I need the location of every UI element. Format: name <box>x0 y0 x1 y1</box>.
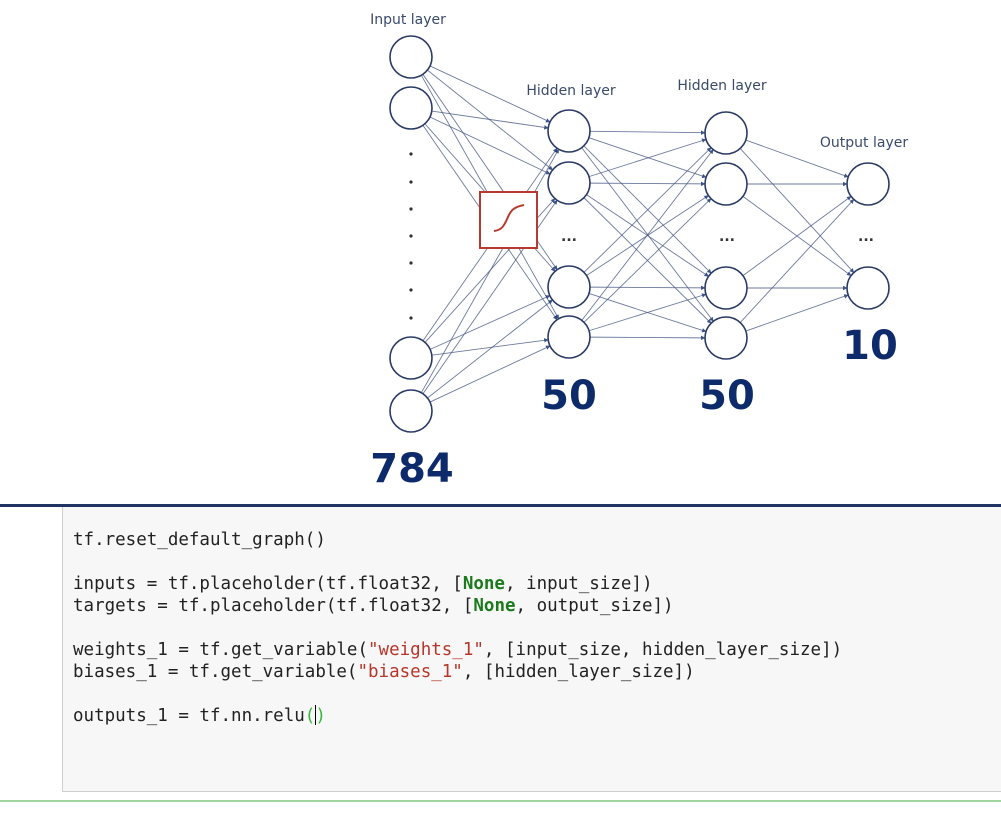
connection-edge <box>429 116 551 175</box>
connection-edge <box>583 147 712 273</box>
connection-edge <box>431 338 549 356</box>
input-layer-label: Input layer <box>370 12 446 28</box>
code-token: , [hidden_layer_size]) <box>462 662 695 682</box>
hidden-1-neuron <box>547 315 591 359</box>
code-token: tf.reset_default_graph() <box>73 530 326 550</box>
code-token: weights_1 = tf.get_variable( <box>73 640 369 660</box>
code-token: biases_1 = tf.get_variable( <box>73 662 358 682</box>
code-line: tf.reset_default_graph() <box>73 529 842 551</box>
output-layer-label: Output layer <box>820 135 908 151</box>
code-editor[interactable]: tf.reset_default_graph() inputs = tf.pla… <box>73 529 842 727</box>
neural-network-diagram: Input layer Hidden layer Hidden layer Ou… <box>370 12 908 492</box>
string-token: "biases_1" <box>357 662 463 682</box>
connection-edge <box>583 198 712 323</box>
section-divider <box>0 504 1001 507</box>
code-token: targets = tf.placeholder(tf.float32, [ <box>73 596 474 616</box>
input-count: 784 <box>370 446 454 492</box>
input-neuron <box>389 336 433 380</box>
code-line: inputs = tf.placeholder(tf.float32, [Non… <box>73 573 842 595</box>
hidden-layer-2-label: Hidden layer <box>677 78 766 94</box>
hidden-1-ellipsis: ... <box>561 229 577 245</box>
connection-edge <box>745 139 849 178</box>
connection-edge <box>429 65 551 123</box>
connection-edge <box>420 148 560 393</box>
hidden-1-neuron <box>547 109 591 153</box>
hidden-2-ellipsis: ... <box>719 229 735 245</box>
keyword-token: None <box>462 574 505 594</box>
connection-edge <box>739 148 855 273</box>
code-line: targets = tf.placeholder(tf.float32, [No… <box>73 595 842 617</box>
hidden-1-neuron <box>547 161 591 205</box>
connection-edge <box>742 196 852 276</box>
neurons <box>389 35 890 433</box>
output-ellipsis: ... <box>858 229 874 245</box>
cell-selection-indicator <box>0 800 1001 802</box>
connection-edge <box>427 299 553 399</box>
code-cell-wrapper: tf.reset_default_graph() inputs = tf.pla… <box>0 507 1001 797</box>
input-neuron <box>389 389 433 433</box>
connection-edge <box>739 199 855 323</box>
hidden-1-count: 50 <box>541 373 597 419</box>
text-cursor <box>315 705 317 725</box>
code-line: outputs_1 = tf.nn.relu() <box>73 705 842 727</box>
connection-edge <box>589 181 706 187</box>
code-line: biases_1 = tf.get_variable("biases_1", [… <box>73 661 842 683</box>
connection-edge <box>429 295 551 350</box>
hidden-2-neuron <box>704 316 748 360</box>
code-token: , [input_size, hidden_layer_size]) <box>483 640 843 660</box>
connection-edge <box>589 130 706 135</box>
code-line: weights_1 = tf.get_variable("weights_1",… <box>73 639 842 661</box>
hidden-2-neuron <box>704 266 748 310</box>
code-token: , output_size]) <box>515 596 674 616</box>
code-token: outputs_1 = tf.nn.relu <box>73 706 305 726</box>
code-token: inputs = tf.placeholder(tf.float32, [ <box>73 574 463 594</box>
code-line <box>73 551 842 573</box>
hidden-2-neuron <box>704 111 748 155</box>
connection-edge <box>589 335 706 341</box>
code-line <box>73 683 842 705</box>
output-neuron <box>846 266 890 310</box>
string-token: "weights_1" <box>368 640 484 660</box>
connection-edge <box>588 137 707 179</box>
output-neuron <box>846 162 890 206</box>
hidden-2-neuron <box>704 162 748 206</box>
sigmoid-icon <box>479 191 538 249</box>
input-neuron <box>389 86 433 130</box>
matched-paren: ( <box>304 706 316 726</box>
output-count: 10 <box>842 323 898 369</box>
code-line <box>73 617 842 639</box>
hidden-layer-1-label: Hidden layer <box>526 83 615 99</box>
connection-edge <box>745 294 849 332</box>
connection-edge <box>589 285 706 291</box>
code-token: , input_size]) <box>504 574 653 594</box>
code-cell[interactable]: tf.reset_default_graph() inputs = tf.pla… <box>62 507 1001 792</box>
hidden-2-count: 50 <box>699 373 755 419</box>
matched-paren: ) <box>315 706 326 726</box>
connection-edge <box>588 293 707 332</box>
connection-edge <box>429 345 551 403</box>
connection-edge <box>427 69 553 171</box>
input-neuron <box>389 35 433 79</box>
keyword-token: None <box>473 596 516 616</box>
input-vertical-ellipsis <box>409 152 413 320</box>
hidden-1-neuron <box>547 265 591 309</box>
connection-edge <box>588 138 707 178</box>
connection-edge <box>431 110 549 130</box>
connection-edge <box>581 149 714 321</box>
